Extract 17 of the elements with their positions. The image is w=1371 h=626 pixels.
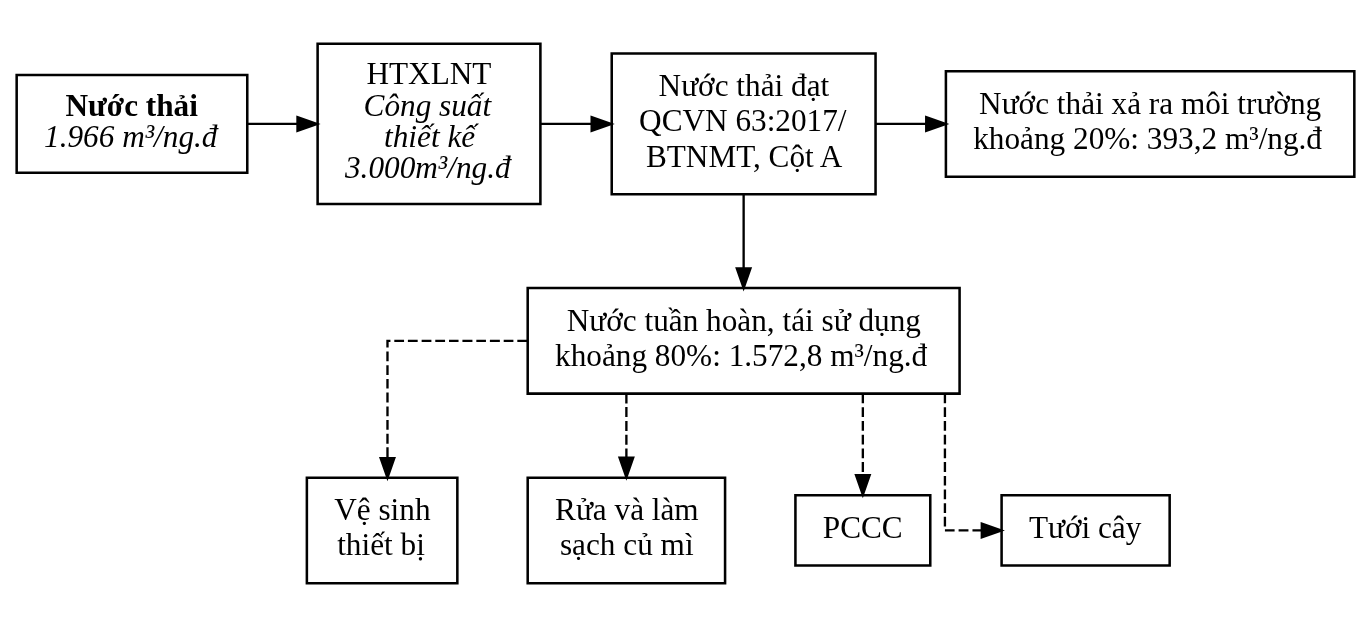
node-box: Vệ sinh thiết bị (305, 475, 459, 584)
node-box: Nước thải xả ra môi trường khoảng 20%: 393,2 m³/ng.đ (944, 69, 1356, 178)
arrow (735, 193, 753, 291)
arrow (617, 393, 635, 481)
node-box: Nước thải đạt QCVN 63:2017/ BTNMT, Cột A (610, 51, 877, 196)
node-box: PCCC (794, 493, 932, 567)
node-box: Tưới cây (1000, 493, 1171, 567)
node-box: HTXLNT Công suất thiết kế 3.000m³/ng.đ (316, 42, 542, 205)
arrow (247, 114, 321, 132)
arrow (379, 339, 528, 481)
arrow (540, 114, 615, 132)
node-box: Nước thải 1.966 m³/ng.đ (15, 73, 249, 174)
node-box: Nước tuần hoàn, tái sử dụng khoảng 80%: 1.572,8 m³/ng.đ (526, 286, 961, 395)
node-box: Rửa và làm sạch củ mì (526, 475, 727, 584)
arrow (875, 114, 950, 132)
arrow (854, 393, 872, 498)
arrow (943, 393, 1005, 539)
